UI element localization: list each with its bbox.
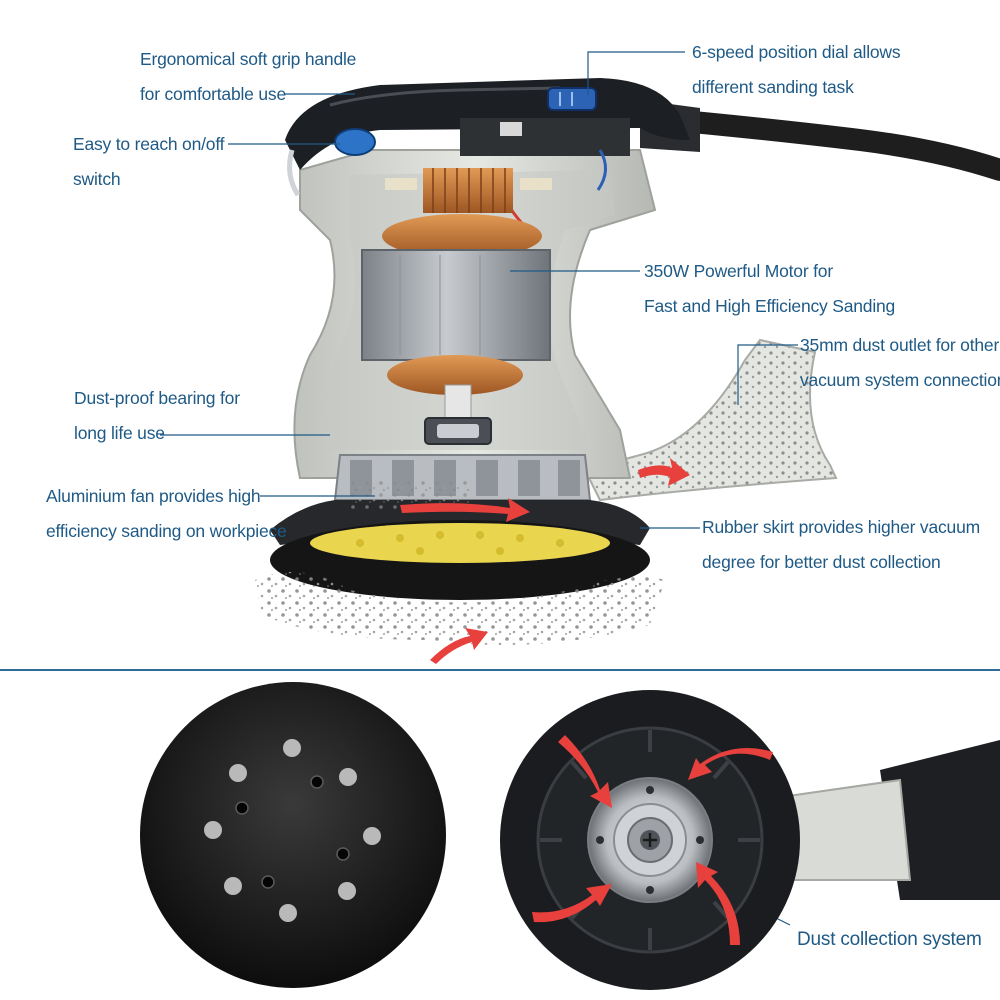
sander-cutaway [255, 78, 1000, 664]
callout-line: Easy to reach on/off [73, 134, 225, 154]
motor-stator [361, 249, 551, 361]
pad-dust-holes [204, 739, 381, 922]
pad-disc [140, 682, 446, 988]
callout-line: efficiency sanding on workpiece [46, 521, 287, 541]
dust-outlet-tube [583, 338, 838, 502]
callout-line: long life use [74, 423, 165, 443]
intake-flow-arrow [430, 628, 488, 664]
armature-winding-bottom [387, 355, 523, 395]
sanding-pad-face [140, 682, 446, 988]
callout-line: Aluminium fan provides high [46, 486, 261, 506]
callout-speed-dial: 6-speed position dial allows different s… [692, 35, 901, 105]
section-divider [0, 669, 1000, 671]
callout-line: 350W Powerful Motor for [644, 261, 833, 281]
carbon-brush-left [385, 178, 417, 190]
callout-fan: Aluminium fan provides high efficiency s… [46, 479, 287, 549]
callout-rubber-skirt: Rubber skirt provides higher vacuum degr… [702, 510, 980, 580]
on-off-switch [334, 128, 376, 156]
callout-line: switch [73, 169, 121, 189]
callout-line: different sanding task [692, 77, 854, 97]
dust-cloud [255, 572, 665, 645]
stator-laminations [379, 255, 521, 355]
bearing-race [437, 424, 479, 438]
disc-holes [356, 531, 564, 555]
circuit-board [460, 118, 630, 156]
suction-arrow-bottom-left [532, 884, 612, 923]
blue-wire [596, 149, 607, 191]
switch-clip [287, 149, 301, 197]
callout-line: Rubber skirt provides higher vacuum [702, 517, 980, 537]
red-flow-arrow [532, 735, 773, 945]
callout-motor: 350W Powerful Motor for Fast and High Ef… [644, 254, 895, 324]
handle-highlight [329, 86, 561, 107]
callout-line: vacuum system connection [800, 370, 1000, 390]
underside-cord [880, 740, 1000, 900]
commutator [423, 168, 513, 213]
callout-line: Ergonomical soft grip handle [140, 49, 357, 69]
rim-bolts [596, 786, 704, 894]
callout-dust-collection: Dust collection system [797, 922, 982, 957]
callout-line: Fast and High Efficiency Sanding [644, 296, 896, 316]
leader-outlet [737, 344, 798, 405]
capacitor [500, 122, 522, 136]
suction-arrow-top-right [688, 748, 773, 780]
red-flow-arrow [400, 458, 690, 664]
suction-arrow-bottom-right [696, 862, 740, 945]
fan-blades [350, 460, 580, 496]
hook-loop-disc [310, 523, 610, 563]
suction-arrow-top-left [558, 735, 612, 808]
callout-bearing: Dust-proof bearing for long life use [74, 381, 240, 451]
callout-line: for comfortable use [140, 84, 286, 104]
fan-flow-arrow [400, 498, 530, 522]
armature-winding-top [382, 214, 542, 258]
callout-on-off-switch: Easy to reach on/off switch [73, 127, 225, 197]
carbon-brush-right [520, 178, 552, 190]
callout-line: Dust collection system [797, 929, 982, 950]
callout-dust-outlet: 35mm dust outlet for other vacuum system… [800, 328, 1000, 398]
callout-line: Dust-proof bearing for [74, 388, 240, 408]
outlet-flow-arrow [638, 458, 690, 486]
callout-line: 6-speed position dial allows [692, 42, 901, 62]
pad-screw-holes [235, 775, 350, 889]
commutator-segments [432, 168, 506, 213]
callout-line: 35mm dust outlet for other [800, 335, 1000, 355]
callout-line: degree for better dust collection [702, 552, 941, 572]
power-cord [639, 107, 1000, 181]
sander-underside [500, 690, 1000, 990]
leader-dial [587, 51, 685, 95]
callout-grip-handle: Ergonomical soft grip handle for comfort… [140, 42, 356, 112]
